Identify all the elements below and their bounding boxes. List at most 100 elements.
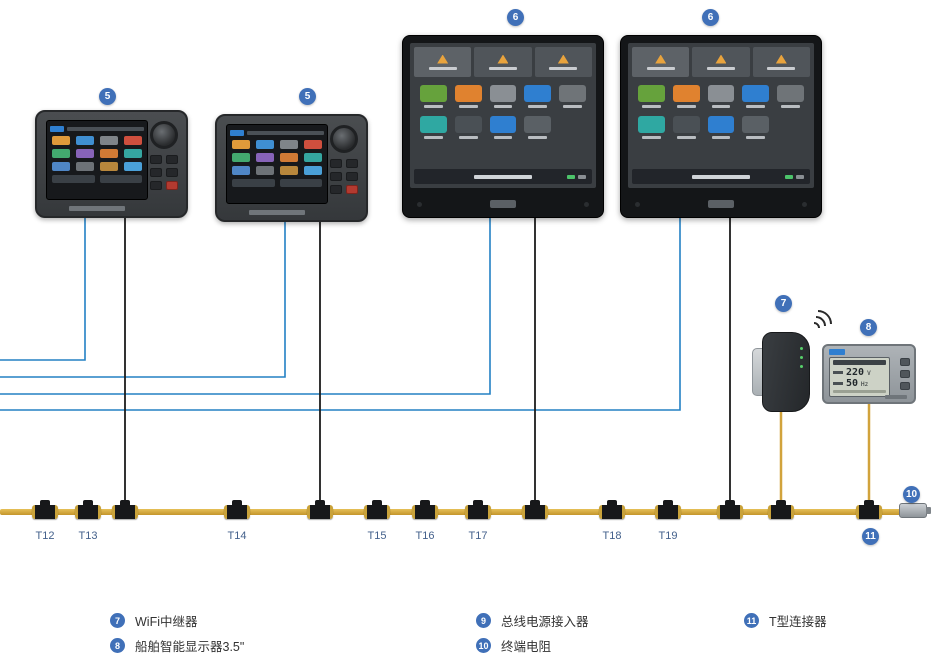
panel-key: [330, 185, 342, 194]
button-panel: [150, 155, 178, 190]
app-icon: [52, 136, 70, 145]
smart-display-3-5: 220 V 50 Hz: [822, 344, 916, 404]
app-icon: [124, 136, 142, 145]
panel-key: [330, 172, 342, 181]
t-connector: [599, 500, 625, 519]
screen-tab: [632, 47, 690, 77]
callout-badge-5a: 5: [99, 88, 116, 105]
t-connector-label: T14: [227, 530, 247, 542]
status-text-bar: [692, 174, 750, 179]
app-icon: [52, 162, 70, 171]
screen-bottom-widget: [232, 179, 275, 187]
app-icon: [304, 153, 322, 162]
app-icon: [420, 85, 447, 108]
app-icon: [638, 85, 665, 108]
t-connector: [412, 500, 438, 519]
status-indicator-green: [567, 174, 575, 179]
t-connector-label: T16: [415, 530, 435, 542]
legend-column: 11 T型连接器: [744, 612, 827, 637]
app-icon: [707, 85, 735, 108]
callout-badge-11: 11: [862, 528, 879, 545]
app-icon: [124, 149, 142, 158]
display-screen: [46, 120, 148, 200]
panel-key: [166, 168, 178, 177]
brand-logo: [230, 129, 244, 136]
large-display-app-grid: [414, 85, 592, 139]
button-panel: [330, 159, 358, 194]
legend-label: 船舶智能显示器3.5": [135, 640, 245, 654]
model-label: [885, 395, 907, 399]
app-icon: [232, 153, 250, 162]
lcd-footer-bar: [833, 390, 886, 393]
app-icon: [100, 136, 118, 145]
can-bus-cable: [0, 509, 914, 515]
tab-warning-icon: [497, 54, 509, 64]
app-icon: [124, 162, 142, 171]
app-icon: [76, 162, 94, 171]
screen-tab: [534, 47, 592, 77]
app-icon: [777, 85, 804, 108]
panel-key: [346, 172, 358, 181]
tab-text-bar: [488, 66, 517, 70]
t-connector: [856, 500, 882, 519]
legend-label: 终端电阻: [501, 640, 552, 654]
screen-tab: [752, 47, 810, 77]
touchscreen-display-1: [402, 35, 604, 218]
network-wire-display6-1: [0, 218, 491, 395]
t-connector-label: T17: [468, 530, 488, 542]
screen-bottom-widget: [279, 179, 322, 187]
bezel-dot: [802, 202, 807, 207]
small-display-app-grid: [50, 136, 144, 171]
screen-bottom-widget: [52, 175, 95, 183]
legend-item: 8 船舶智能显示器3.5": [110, 637, 244, 654]
large-display-tabs: [414, 47, 592, 77]
app-icon: [454, 116, 482, 139]
rotary-knob: [150, 121, 178, 149]
t-connector: [655, 500, 681, 519]
status-indicator-gray: [578, 174, 586, 179]
app-icon: [280, 140, 298, 149]
marine-display-2: [215, 114, 368, 222]
t-connector: [224, 500, 250, 519]
panel-key: [900, 358, 910, 366]
app-icon: [489, 85, 517, 108]
led: [800, 365, 803, 368]
app-icon: [524, 85, 552, 108]
terminal-resistor: [899, 503, 931, 518]
app-icon: [454, 85, 482, 108]
legend-number-badge: 7: [110, 613, 125, 628]
panel-key: [330, 159, 342, 168]
t-connector-label: T18: [602, 530, 622, 542]
legend-number-badge: 11: [744, 613, 759, 628]
app-icon: [52, 149, 70, 158]
callout-badge-7: 7: [775, 295, 792, 312]
t-connector: [75, 500, 101, 519]
app-icon: [672, 116, 700, 139]
network-wire-display5-1: [0, 218, 86, 361]
legend-number-badge: 8: [110, 638, 125, 653]
app-icon: [489, 116, 517, 139]
status-indicator-gray: [796, 174, 804, 179]
tab-text-bar: [767, 66, 796, 70]
t-connector: [768, 500, 794, 519]
bezel-dot: [584, 202, 589, 207]
lcd-label-bar: [833, 382, 843, 385]
app-icon: [76, 149, 94, 158]
led: [800, 347, 803, 350]
marine-display-1: [35, 110, 188, 218]
app-icon: [559, 85, 586, 108]
button-panel: [900, 358, 910, 390]
large-display-tabs: [632, 47, 810, 77]
status-text-bar: [474, 174, 532, 179]
app-icon: [256, 153, 274, 162]
network-wire-display5-2: [0, 222, 286, 378]
display-screen: [628, 43, 814, 188]
legend-label: T型连接器: [769, 615, 827, 629]
tab-text-bar: [428, 66, 457, 70]
voltage-value: 220: [846, 367, 865, 378]
tab-warning-icon: [557, 54, 569, 64]
app-icon: [672, 85, 700, 108]
app-icon: [232, 166, 250, 175]
panel-key: [150, 168, 162, 177]
